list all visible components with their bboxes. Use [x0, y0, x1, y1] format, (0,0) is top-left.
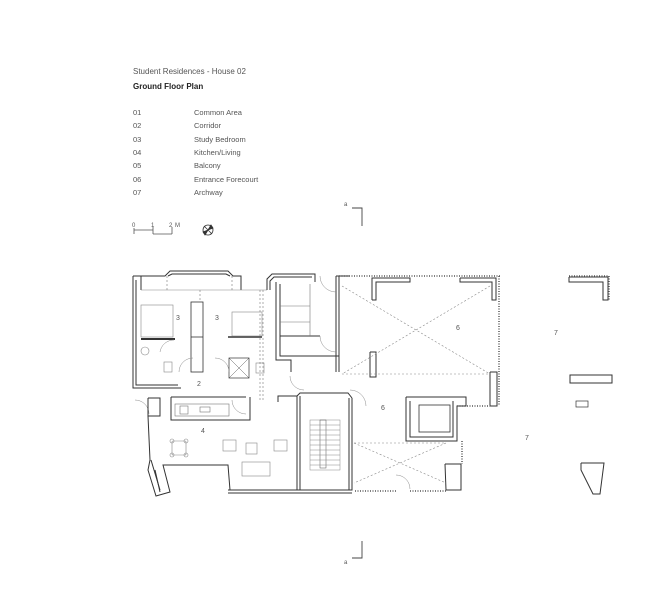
room-label-bedroom-right: 3	[215, 315, 219, 322]
scale-unit: M	[175, 223, 180, 229]
section-label-bottom: a	[344, 560, 348, 566]
building-walls	[132, 270, 350, 389]
scale-tick-0: 0	[132, 223, 136, 229]
legend-number: 07	[133, 187, 142, 197]
legend-number: 04	[133, 148, 142, 158]
room-legend: 01 Common Area 02 Corridor 03 Study Bedroom…	[133, 106, 258, 199]
legend-number: 01	[133, 108, 142, 118]
legend-label: Balcony	[194, 161, 221, 171]
staircase	[309, 419, 341, 471]
legend-item: 07 Archway	[133, 186, 258, 199]
legend-number: 03	[133, 134, 142, 144]
legend-item: 06 Entrance Forecourt	[133, 172, 258, 185]
legend-number: 05	[133, 161, 142, 171]
legend-item: 05 Balcony	[133, 159, 258, 172]
door-swings	[134, 275, 411, 490]
living-furniture	[169, 438, 288, 477]
section-marker-top	[352, 207, 363, 226]
legend-item: 02 Corridor	[133, 119, 258, 132]
room-label-corridor: 2	[197, 381, 201, 388]
legend-number: 02	[133, 121, 142, 131]
scale-tick-2: 2	[169, 223, 173, 229]
legend-item: 01 Common Area	[133, 106, 258, 119]
scale-bar	[133, 227, 173, 235]
drawing-subtitle: Ground Floor Plan	[133, 82, 204, 91]
legend-label: Entrance Forecourt	[194, 174, 259, 184]
section-marker-bottom	[352, 541, 363, 559]
room-label-forecourt-top: 6	[456, 325, 460, 332]
legend-label: Common Area	[194, 108, 242, 118]
legend-item: 04 Kitchen/Living	[133, 146, 258, 159]
room-label-archway-right: 7	[554, 330, 558, 337]
legend-label: Kitchen/Living	[194, 148, 241, 158]
legend-item: 03 Study Bedroom	[133, 133, 258, 146]
room-label-forecourt-bottom: 6	[381, 405, 385, 412]
forecourt-walls	[369, 276, 613, 495]
legend-label: Study Bedroom	[194, 134, 246, 144]
legend-number: 06	[133, 174, 142, 184]
dotted-perimeter	[339, 275, 610, 492]
legend-label: Corridor	[194, 121, 222, 131]
dashed-lines	[166, 276, 264, 400]
kitchen-counter	[174, 403, 230, 417]
section-label-top: a	[344, 202, 348, 208]
room-label-bedroom-left: 3	[176, 315, 180, 322]
north-arrow-icon	[202, 224, 214, 236]
drawing-title: Student Residences - House 02	[133, 67, 246, 76]
kitchen-living-walls	[147, 392, 353, 497]
bedroom-furniture	[140, 304, 265, 374]
scale-tick-1: 1	[151, 223, 155, 229]
room-label-kitchen: 4	[201, 428, 205, 435]
room-label-archway-lower: 7	[525, 435, 529, 442]
legend-label: Archway	[194, 187, 223, 197]
overhead-dashed-lines	[341, 285, 491, 484]
